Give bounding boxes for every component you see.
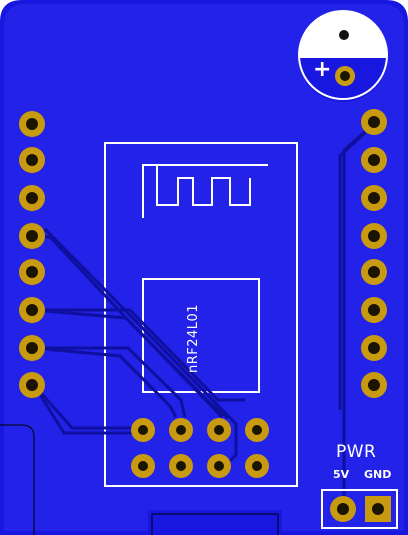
right-header-pin [361, 223, 387, 249]
module-pins [131, 418, 269, 478]
left-header [19, 111, 45, 398]
module-pin [131, 418, 155, 442]
bottom-cutout [151, 513, 279, 535]
module-pin [207, 454, 231, 478]
power-header-outline [321, 489, 398, 529]
corner-notch [0, 424, 35, 535]
module-pin [169, 454, 193, 478]
antenna-trace [142, 164, 268, 218]
left-header-pin [19, 335, 45, 361]
left-header-pin [19, 111, 45, 137]
module-pin [131, 454, 155, 478]
power-pin-5v-label: 5V [333, 468, 350, 481]
module-outline [104, 142, 298, 487]
left-header-pin [19, 297, 45, 323]
right-header-pin [361, 147, 387, 173]
module-pin [169, 418, 193, 442]
right-header [361, 109, 387, 398]
left-header-pin [19, 259, 45, 285]
power-pin-gnd [365, 496, 391, 522]
right-header-pin [361, 297, 387, 323]
polarity-mark: + [313, 57, 332, 82]
power-pin-gnd-label: GND [364, 468, 392, 481]
module-pin [245, 418, 269, 442]
power-header-title: PWR [336, 442, 377, 462]
right-header-pin [361, 259, 387, 285]
module-pin [207, 418, 231, 442]
capacitor-pad-top [339, 30, 349, 40]
left-header-pin [19, 372, 45, 398]
right-header-pin [361, 109, 387, 135]
right-header-pin [361, 372, 387, 398]
right-header-pin [361, 185, 387, 211]
module-pin [245, 454, 269, 478]
power-pin-5v [330, 496, 356, 522]
left-header-pin [19, 147, 45, 173]
left-header-pin [19, 185, 45, 211]
right-header-pin [361, 335, 387, 361]
module-label: nRF24L01 [186, 303, 201, 373]
left-header-pin [19, 223, 45, 249]
capacitor [298, 10, 388, 102]
